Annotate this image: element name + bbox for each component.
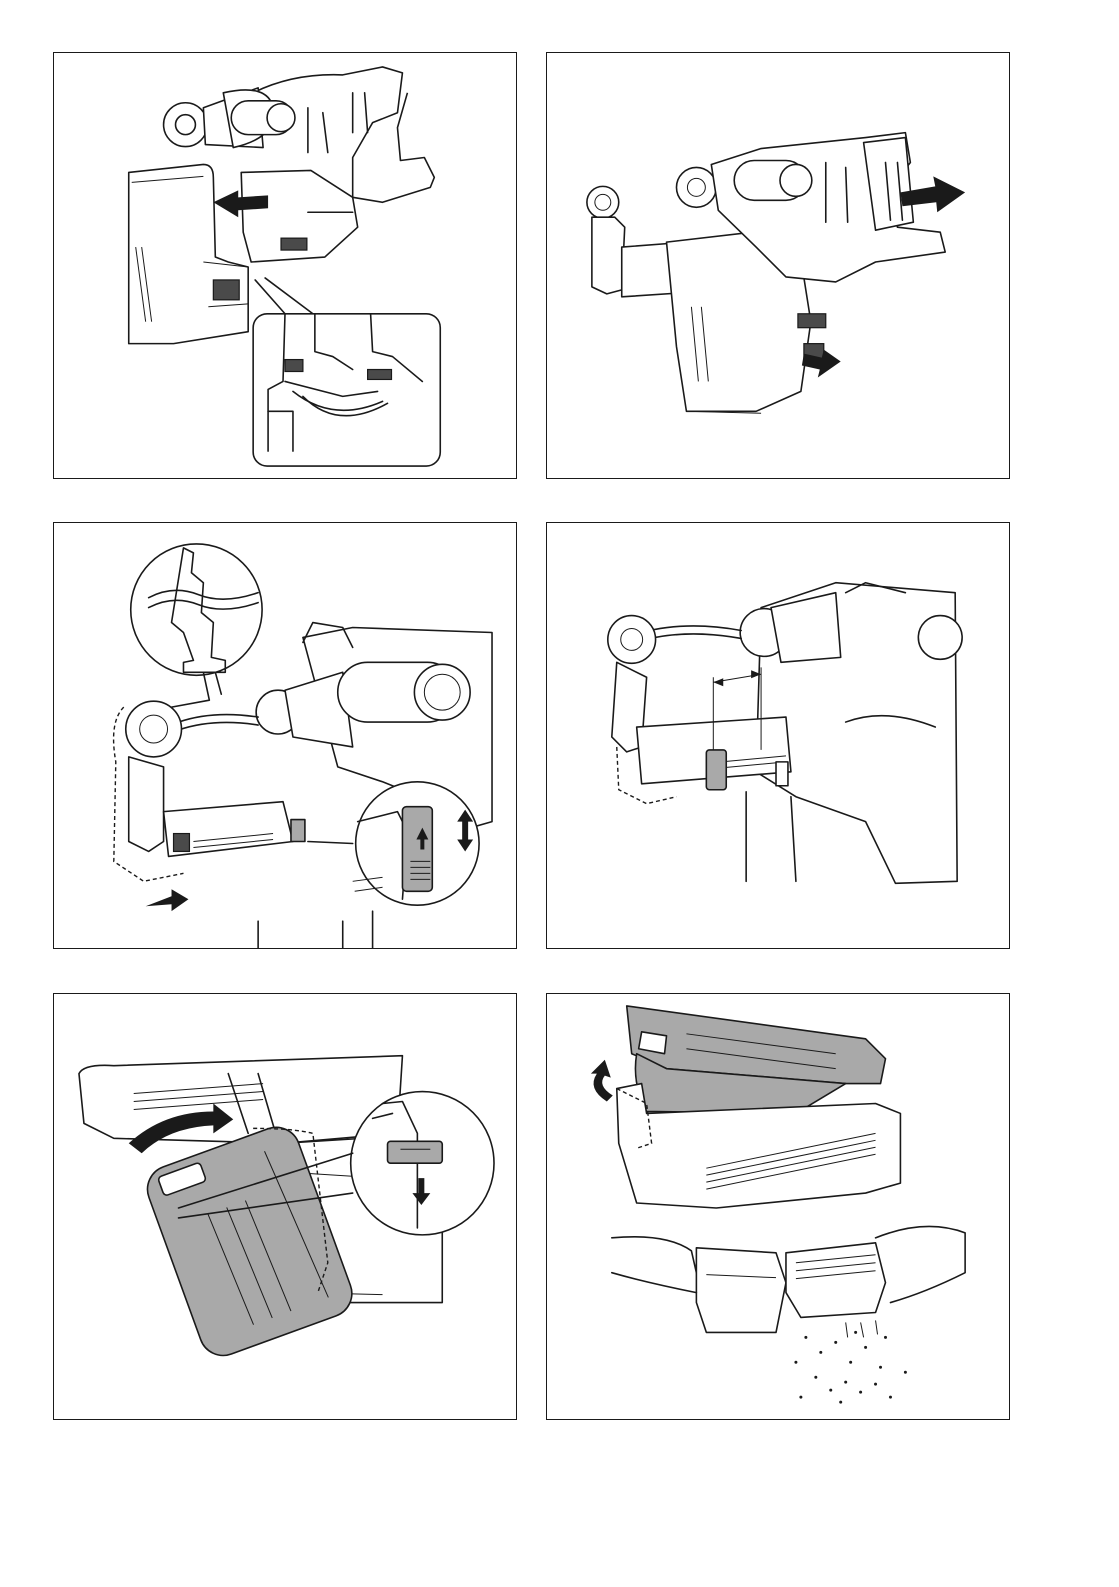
dust-cup <box>587 186 619 218</box>
figure-5-illustration <box>54 994 516 1419</box>
arrow-up-icon <box>591 1060 613 1102</box>
dust-cup <box>126 701 182 757</box>
figure-panel-4 <box>546 522 1010 949</box>
figure-1-illustration <box>54 53 516 478</box>
hands-emptying-filter <box>612 1226 965 1332</box>
figure-panel-1 <box>53 52 517 479</box>
filter-right <box>786 1243 886 1318</box>
magnifier-bit-detail <box>131 544 262 675</box>
dust-cup <box>608 616 656 664</box>
dust-extractor-body <box>129 164 248 343</box>
stopper <box>706 750 726 790</box>
filter-left <box>696 1248 786 1333</box>
figure-panel-6 <box>546 993 1010 1420</box>
falling-dust <box>794 1331 906 1404</box>
figure-4-illustration <box>547 523 1009 948</box>
dust-box-open <box>627 1006 886 1113</box>
drill-bit <box>642 626 742 633</box>
arrow-right-icon <box>146 889 189 911</box>
dimension-arrow-icon <box>713 674 761 682</box>
figure-6-illustration <box>547 994 1009 1419</box>
stopper-tab <box>291 820 305 842</box>
figure-3-illustration <box>54 523 516 948</box>
figure-panel-2 <box>546 52 1010 479</box>
drill-bit <box>179 715 259 723</box>
chuck <box>676 167 716 207</box>
figure-panel-5 <box>53 993 517 1420</box>
side-grip-end <box>918 616 962 660</box>
figure-2-illustration <box>547 53 1009 478</box>
release-button <box>213 280 239 300</box>
figure-panel-3 <box>53 522 517 949</box>
detail-inset <box>253 314 440 466</box>
